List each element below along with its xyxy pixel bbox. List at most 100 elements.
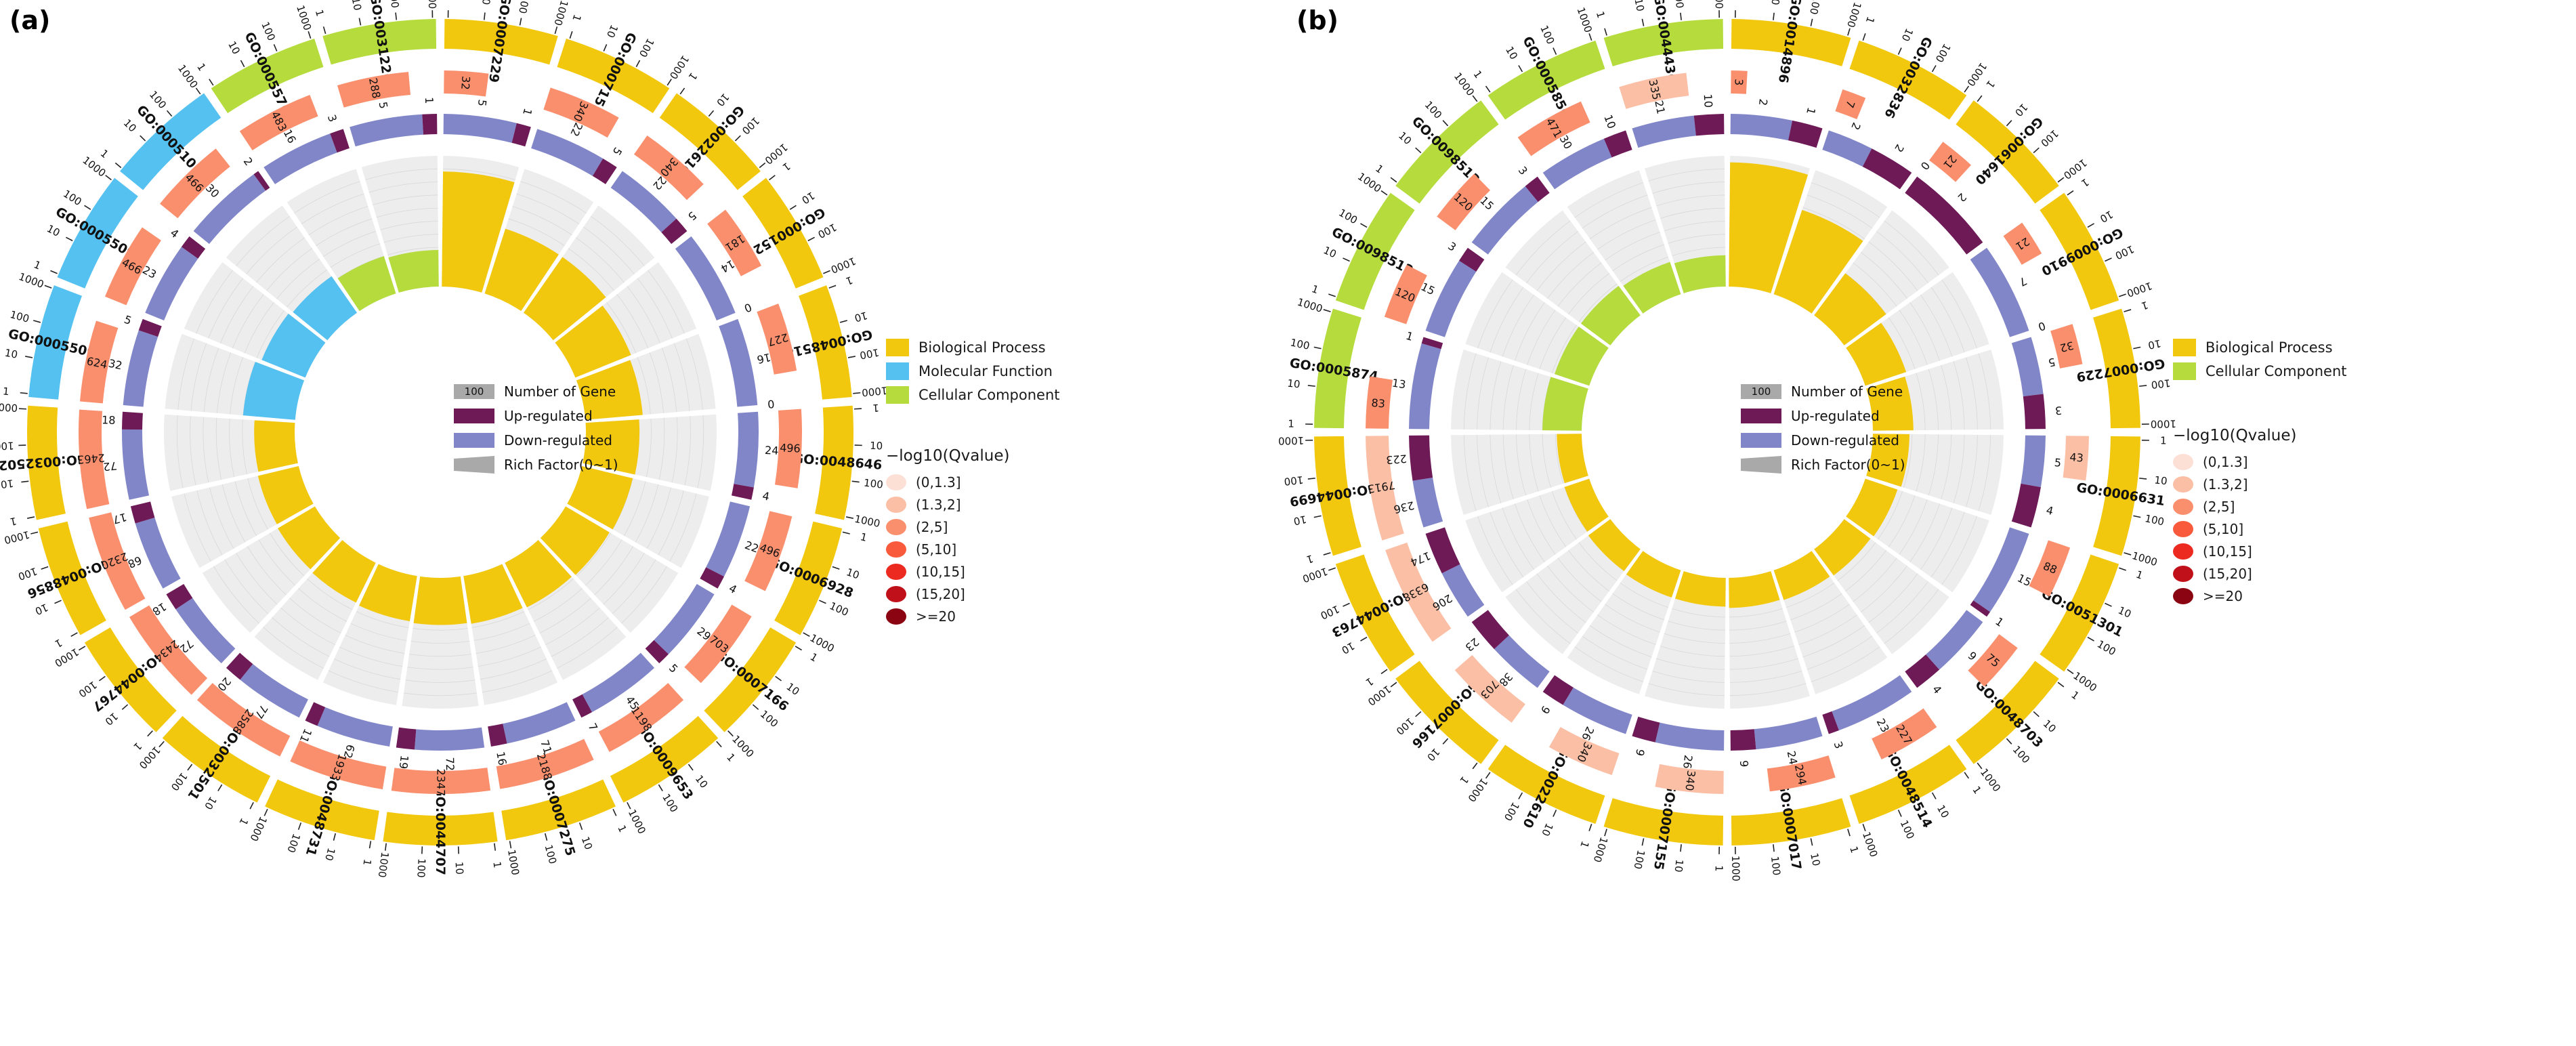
gene-number-bar[interactable] — [757, 304, 797, 375]
up-regulated-bar[interactable] — [645, 640, 669, 664]
up-regulated-bar[interactable] — [1603, 130, 1632, 158]
up-regulated-bar[interactable] — [1542, 675, 1574, 705]
gene-number-bar[interactable] — [1655, 763, 1724, 794]
up-regulated-bar[interactable] — [330, 129, 350, 153]
rich-factor-bar[interactable] — [1542, 377, 1588, 431]
gene-number-bar[interactable] — [239, 94, 318, 150]
rich-factor-bar[interactable] — [555, 306, 631, 378]
rich-factor-bar[interactable] — [540, 506, 610, 575]
up-regulated-bar[interactable] — [422, 114, 438, 135]
down-regulated-bar[interactable] — [1973, 527, 2029, 612]
rich-factor-bar[interactable] — [1555, 327, 1609, 386]
go-term-band[interactable] — [444, 19, 558, 65]
down-regulated-bar[interactable] — [582, 652, 655, 713]
rich-factor-bar[interactable] — [312, 540, 376, 603]
gene-number-bar[interactable] — [444, 70, 489, 97]
go-term-band[interactable] — [1731, 19, 1851, 66]
gene-number-bar[interactable] — [744, 511, 793, 591]
rich-factor-bar[interactable] — [1675, 571, 1726, 607]
go-term-band[interactable] — [2093, 436, 2140, 556]
go-term-band[interactable] — [211, 39, 324, 114]
rich-factor-bar[interactable] — [413, 576, 467, 625]
up-regulated-bar[interactable] — [1425, 527, 1460, 574]
down-regulated-bar[interactable] — [1655, 722, 1725, 751]
up-regulated-bar[interactable] — [305, 702, 326, 726]
go-term-band[interactable] — [1956, 661, 2059, 764]
gene-number-bar[interactable] — [1517, 101, 1590, 156]
up-regulated-bar[interactable] — [1905, 176, 1983, 255]
go-term-band[interactable] — [2040, 554, 2119, 672]
down-regulated-bar[interactable] — [317, 707, 393, 747]
up-regulated-bar[interactable] — [1730, 729, 1756, 751]
rich-factor-bar[interactable] — [442, 171, 515, 293]
down-regulated-bar[interactable] — [2011, 337, 2044, 397]
gene-number-bar[interactable] — [1366, 436, 1404, 541]
rich-factor-bar[interactable] — [1674, 255, 1726, 293]
go-term-band[interactable] — [742, 177, 824, 289]
down-regulated-bar[interactable] — [531, 129, 604, 176]
down-regulated-bar[interactable] — [1632, 115, 1696, 148]
gene-number-bar[interactable] — [684, 604, 752, 684]
go-term-band[interactable] — [322, 19, 437, 65]
up-regulated-bar[interactable] — [396, 727, 417, 750]
down-regulated-bar[interactable] — [122, 429, 150, 500]
rich-factor-bar[interactable] — [254, 420, 298, 472]
rich-factor-bar[interactable] — [1623, 262, 1681, 314]
gene-number-bar[interactable] — [79, 409, 110, 509]
gene-number-bar[interactable] — [774, 409, 802, 488]
up-regulated-bar[interactable] — [166, 583, 193, 610]
go-term-band[interactable] — [383, 812, 498, 846]
go-term-band[interactable] — [1849, 745, 1967, 824]
gene-number-bar[interactable] — [337, 72, 411, 108]
rich-factor-bar[interactable] — [1564, 478, 1609, 532]
rich-factor-bar[interactable] — [1729, 162, 1809, 293]
go-term-band[interactable] — [2093, 308, 2140, 429]
down-regulated-bar[interactable] — [414, 727, 485, 751]
go-term-band[interactable] — [1956, 100, 2059, 204]
rich-factor-bar[interactable] — [1814, 273, 1886, 346]
down-regulated-bar[interactable] — [719, 318, 758, 407]
rich-factor-bar[interactable] — [388, 249, 439, 293]
down-regulated-bar[interactable] — [175, 598, 236, 664]
rich-factor-bar[interactable] — [1557, 434, 1588, 484]
down-regulated-bar[interactable] — [706, 501, 751, 577]
go-term-band[interactable] — [1335, 554, 1415, 672]
up-regulated-bar[interactable] — [1409, 435, 1433, 481]
down-regulated-bar[interactable] — [1542, 138, 1612, 190]
down-regulated-bar[interactable] — [2021, 435, 2046, 488]
gene-number-bar[interactable] — [290, 740, 387, 790]
go-term-band[interactable] — [1603, 798, 1724, 845]
rich-factor-bar[interactable] — [359, 564, 417, 621]
up-regulated-bar[interactable] — [130, 501, 155, 524]
gene-number-bar[interactable] — [1384, 264, 1427, 325]
up-regulated-bar[interactable] — [1788, 120, 1823, 148]
gene-number-bar[interactable] — [543, 87, 619, 138]
gene-number-bar[interactable] — [1968, 634, 2018, 687]
down-regulated-bar[interactable] — [1412, 478, 1443, 528]
down-regulated-bar[interactable] — [734, 411, 759, 488]
rich-factor-bar[interactable] — [463, 564, 523, 624]
gene-number-bar[interactable] — [1619, 72, 1689, 109]
go-term-band[interactable] — [1487, 745, 1605, 824]
gene-number-bar[interactable] — [1835, 89, 1866, 120]
up-regulated-bar[interactable] — [2023, 394, 2046, 430]
go-term-band[interactable] — [799, 285, 852, 400]
down-regulated-bar[interactable] — [654, 583, 715, 654]
gene-number-bar[interactable] — [1366, 376, 1393, 429]
down-regulated-bar[interactable] — [443, 114, 517, 143]
up-regulated-bar[interactable] — [700, 567, 724, 589]
rich-factor-bar[interactable] — [293, 276, 358, 341]
down-regulated-bar[interactable] — [1926, 610, 1983, 670]
go-term-band[interactable] — [1603, 19, 1724, 66]
rich-factor-bar[interactable] — [1729, 571, 1780, 608]
go-term-band[interactable] — [557, 39, 670, 114]
up-regulated-bar[interactable] — [488, 724, 507, 747]
gene-number-bar[interactable] — [391, 768, 491, 794]
up-regulated-bar[interactable] — [122, 411, 143, 430]
rich-factor-bar[interactable] — [576, 360, 643, 420]
down-regulated-bar[interactable] — [1471, 186, 1538, 255]
rich-factor-bar[interactable] — [261, 313, 326, 378]
gene-number-bar[interactable] — [2050, 324, 2083, 369]
go-term-band[interactable] — [57, 177, 138, 289]
rich-factor-bar[interactable] — [583, 419, 640, 475]
